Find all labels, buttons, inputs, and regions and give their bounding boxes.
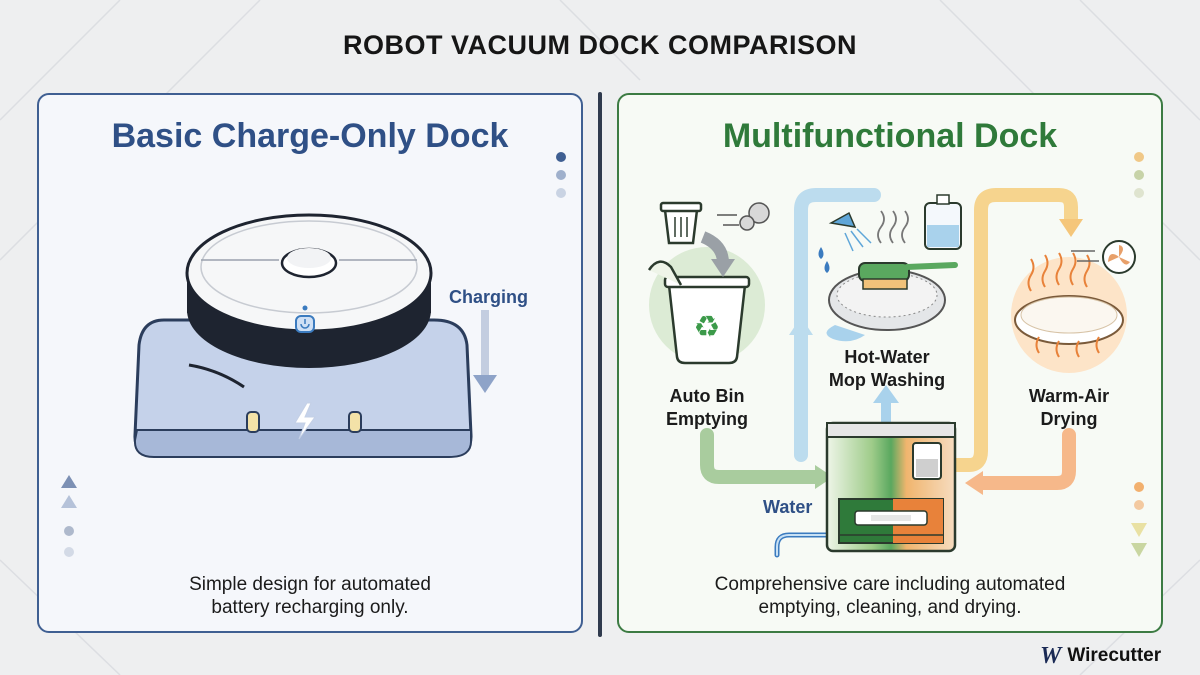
wirecutter-logo-icon: W <box>1040 643 1062 669</box>
decorative-dots-icon <box>556 152 566 198</box>
charging-arrow-icon <box>473 310 497 393</box>
basic-dock-illustration: Charging <box>61 152 566 557</box>
dust-cloud-icon <box>717 202 770 231</box>
flow-arrows-icon <box>700 188 1083 558</box>
multifunctional-dock-illustration: ♻ <box>647 152 1147 558</box>
panel-divider <box>598 92 602 637</box>
svg-text:♻: ♻ <box>694 310 721 345</box>
water-tank-icon <box>924 194 962 250</box>
multifunctional-dock-title: Multifunctional Dock <box>722 117 1058 155</box>
brand-name: Wirecutter <box>1067 645 1162 666</box>
mop-washing-label-line2: Mop Washing <box>829 370 945 390</box>
mop-pad-icon <box>826 269 946 342</box>
basic-dock-caption-line1: Simple design for automated <box>189 574 431 595</box>
charging-label: Charging <box>449 287 528 307</box>
water-label: Water <box>763 497 812 517</box>
shower-head-icon <box>818 211 872 273</box>
scrub-brush-icon <box>858 262 958 290</box>
warm-air-pad-icon <box>1011 252 1127 373</box>
drying-label-line1: Warm-Air <box>1029 386 1109 406</box>
steam-icon <box>877 210 909 244</box>
auto-bin-label-line2: Emptying <box>666 409 748 429</box>
basic-dock-title: Basic Charge-Only Dock <box>111 117 509 155</box>
auto-bin-label-line1: Auto Bin <box>670 386 745 406</box>
recycle-bin-icon: ♻ <box>647 247 765 365</box>
basic-dock-caption-line2: battery recharging only. <box>211 597 409 618</box>
multifunctional-dock-caption-line1: Comprehensive care including automated <box>714 574 1066 595</box>
trash-can-icon <box>659 201 735 277</box>
page-title: ROBOT VACUUM DOCK COMPARISON <box>343 30 857 60</box>
basic-dock-panel: Basic Charge-Only Dock <box>37 93 583 633</box>
basic-dock-caption: Simple design for automated battery rech… <box>39 573 581 619</box>
decorative-triangles-icon <box>61 475 77 557</box>
multifunctional-dock-caption: Comprehensive care including automated e… <box>619 573 1161 619</box>
multifunctional-dock-caption-line2: emptying, cleaning, and drying. <box>758 597 1022 618</box>
decorative-dots-icon <box>1131 152 1147 557</box>
wirecutter-brand: W Wirecutter <box>1040 643 1162 669</box>
mop-washing-label-line1: Hot-Water <box>844 347 929 367</box>
fan-icon <box>1071 240 1136 274</box>
multifunctional-dock-panel: Multifunctional Dock <box>617 93 1163 633</box>
drying-label-line2: Drying <box>1040 409 1097 429</box>
multifunction-dock-station-icon <box>825 421 957 553</box>
robot-vacuum-icon <box>185 213 433 389</box>
